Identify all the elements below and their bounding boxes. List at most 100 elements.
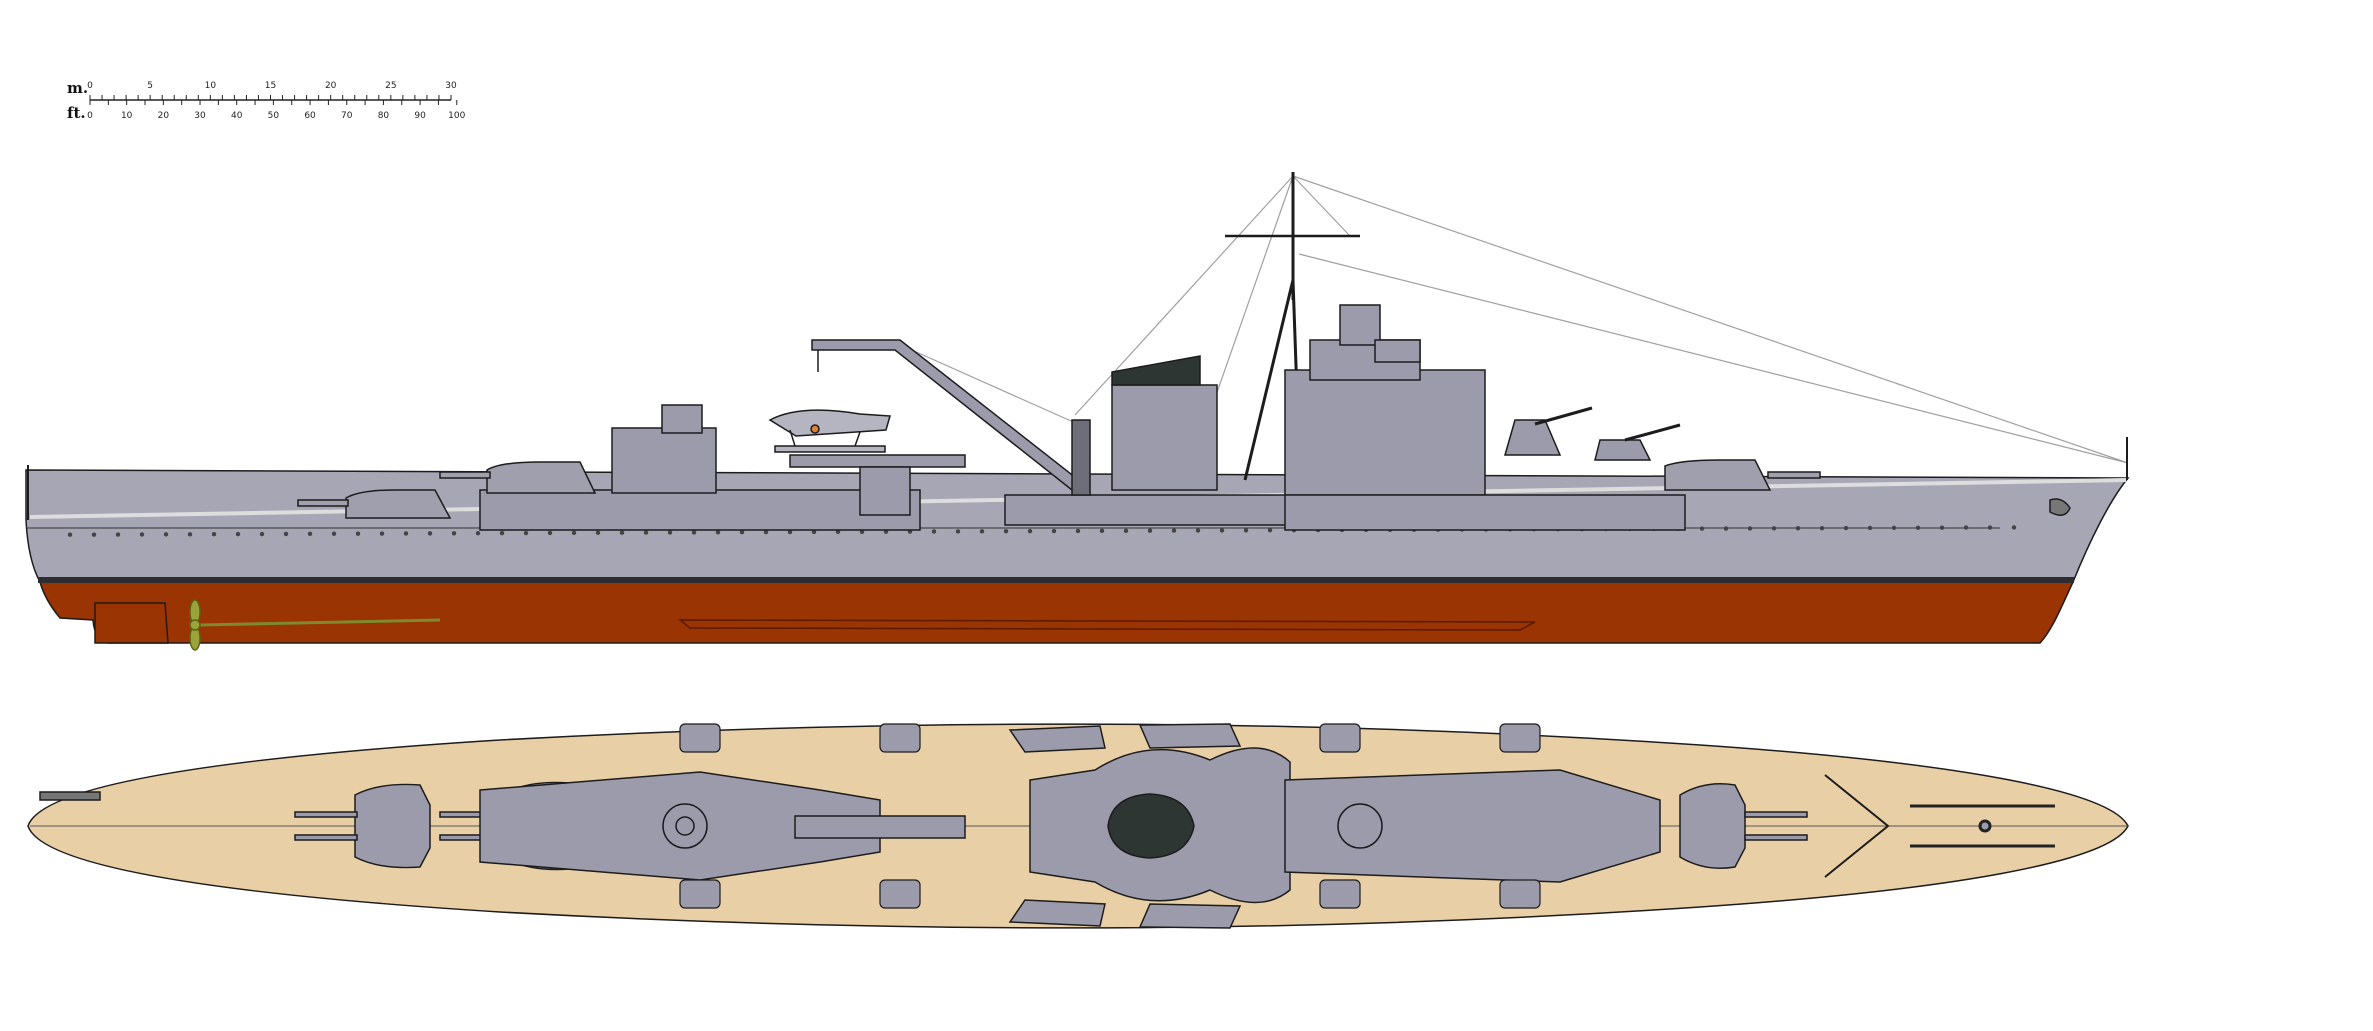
turret-aft-upper-guns bbox=[439, 471, 491, 479]
porthole bbox=[1051, 528, 1057, 534]
porthole bbox=[91, 532, 97, 537]
feet-label: ft. bbox=[67, 104, 86, 122]
porthole bbox=[1003, 529, 1009, 534]
plan-aa-mount bbox=[679, 723, 721, 753]
plan-view bbox=[27, 723, 2129, 929]
feet-tick-label: 100 bbox=[448, 111, 465, 121]
feet-tick-label: 60 bbox=[304, 111, 316, 121]
plan-aa-mount bbox=[679, 879, 721, 909]
midships-deckhouse bbox=[1004, 494, 1296, 526]
porthole bbox=[1267, 528, 1273, 533]
floatplane-icon bbox=[768, 409, 891, 453]
plan-breakwater bbox=[1824, 774, 1890, 878]
turret-fwd-a-guns bbox=[1767, 471, 1821, 479]
catapult-platform bbox=[789, 454, 966, 468]
director-tower bbox=[1339, 304, 1381, 346]
anchor-icon bbox=[2049, 498, 2071, 516]
feet-tick-label: 70 bbox=[341, 111, 353, 121]
porthole bbox=[667, 530, 673, 535]
porthole bbox=[931, 529, 937, 534]
porthole bbox=[619, 530, 625, 535]
porthole bbox=[115, 532, 121, 537]
plan-aa-mount bbox=[1319, 723, 1361, 753]
porthole bbox=[691, 530, 697, 535]
porthole bbox=[1171, 528, 1177, 533]
tripod-leg bbox=[1243, 279, 1295, 481]
porthole bbox=[2011, 525, 2017, 530]
meter-tick-label: 30 bbox=[445, 81, 457, 91]
porthole bbox=[1243, 528, 1249, 533]
porthole bbox=[955, 529, 961, 534]
plan-boats bbox=[1008, 723, 1242, 929]
porthole bbox=[1147, 528, 1153, 533]
porthole bbox=[379, 531, 385, 536]
porthole bbox=[811, 529, 817, 535]
porthole bbox=[1819, 525, 1825, 531]
feet-tick-label: 50 bbox=[268, 111, 280, 121]
feet-tick-label: 30 bbox=[194, 111, 206, 121]
porthole bbox=[1795, 526, 1801, 531]
porthole bbox=[1219, 528, 1225, 533]
plan-turret-x bbox=[354, 783, 431, 869]
plan-funnel bbox=[1107, 793, 1195, 859]
plan-fwd-director bbox=[1337, 803, 1383, 849]
feet-tick-label: 0 bbox=[87, 111, 93, 121]
porthole bbox=[1843, 525, 1849, 531]
feet-tick-label: 20 bbox=[158, 111, 170, 121]
plan-anchor-chains bbox=[1910, 804, 2055, 848]
porthole bbox=[739, 530, 745, 535]
plan-aa-mount bbox=[1499, 723, 1541, 753]
porthole bbox=[1075, 528, 1081, 534]
plan-turret-x-gun-2 bbox=[294, 834, 358, 841]
porthole bbox=[787, 529, 793, 535]
porthole bbox=[595, 530, 601, 535]
profile-view bbox=[25, 172, 2130, 651]
searchlight-tower bbox=[1071, 419, 1091, 496]
turret-aft-lower bbox=[345, 489, 452, 519]
porthole bbox=[763, 529, 769, 535]
funnel bbox=[1111, 384, 1218, 491]
funnel-cap bbox=[1111, 355, 1201, 386]
porthole bbox=[1891, 525, 1897, 531]
porthole bbox=[259, 531, 265, 537]
feet-tick-label: 10 bbox=[121, 111, 133, 121]
plan-aa-mounts bbox=[679, 723, 1541, 909]
porthole bbox=[427, 531, 433, 536]
porthole bbox=[475, 531, 481, 536]
porthole bbox=[1939, 525, 1945, 530]
plan-aa-mount bbox=[879, 723, 921, 753]
turret-aft-upper bbox=[486, 461, 597, 494]
propeller-icon bbox=[189, 599, 201, 651]
porthole bbox=[283, 531, 289, 537]
porthole bbox=[187, 532, 193, 537]
bridge-block bbox=[1284, 369, 1486, 496]
porthole bbox=[499, 530, 505, 536]
rigging-lines bbox=[904, 175, 2129, 464]
propeller-shaft bbox=[199, 618, 441, 627]
porthole bbox=[1747, 526, 1753, 531]
plan-turret-a-gun-2 bbox=[1744, 834, 1808, 841]
aft-director bbox=[661, 404, 703, 434]
plan-turret-a bbox=[1679, 783, 1746, 869]
rudder bbox=[94, 602, 169, 644]
aft-deckhouse bbox=[479, 489, 921, 531]
porthole bbox=[403, 531, 409, 536]
plan-catapult bbox=[794, 815, 966, 839]
porthole bbox=[1027, 528, 1033, 534]
porthole bbox=[355, 531, 361, 536]
porthole bbox=[139, 532, 145, 537]
meters-label: m. bbox=[67, 79, 88, 97]
meter-tick-label: 20 bbox=[325, 81, 337, 91]
porthole bbox=[571, 530, 577, 536]
porthole bbox=[331, 531, 337, 536]
porthole bbox=[1771, 526, 1777, 531]
porthole bbox=[1195, 528, 1201, 533]
porthole bbox=[235, 531, 241, 537]
plan-bridge bbox=[1284, 769, 1661, 883]
porthole bbox=[1099, 528, 1105, 534]
porthole bbox=[1699, 526, 1705, 531]
bulge-line bbox=[677, 619, 1536, 631]
feet-tick-label: 80 bbox=[378, 111, 390, 121]
